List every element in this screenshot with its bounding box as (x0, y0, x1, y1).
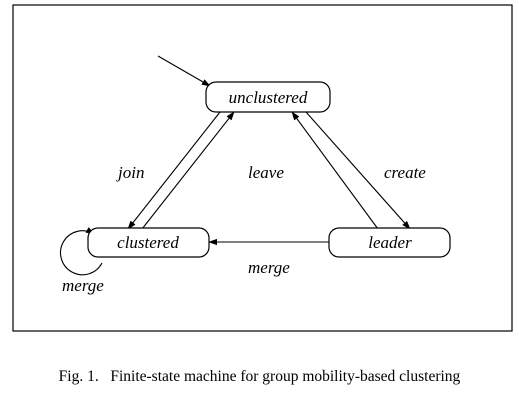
join-label: join (116, 163, 144, 182)
join-arrow (127, 111, 221, 230)
diagram-frame (12, 4, 513, 332)
create-arrow (305, 111, 411, 230)
state-unclustered-label: unclustered (229, 88, 308, 107)
self-loop-merge-arrow (59, 227, 103, 276)
merge-self-loop-label: merge (62, 276, 104, 295)
merge-label: merge (248, 258, 290, 277)
figure-caption: Fig. 1. Finite-state machine for group m… (58, 368, 461, 385)
leader-to-unclustered-arrow (291, 111, 379, 230)
create-label: create (384, 163, 426, 182)
state-leader: leader (328, 227, 451, 258)
state-unclustered: unclustered (205, 81, 331, 113)
state-leader-label: leader (368, 233, 412, 252)
state-clustered: clustered (87, 227, 210, 258)
initial-arrow (157, 55, 211, 87)
fsm-diagram: unclustered clustered leader join leave … (12, 4, 513, 332)
leave-arrow (141, 111, 235, 230)
leave-label: leave (248, 163, 284, 182)
state-clustered-label: clustered (117, 233, 179, 252)
